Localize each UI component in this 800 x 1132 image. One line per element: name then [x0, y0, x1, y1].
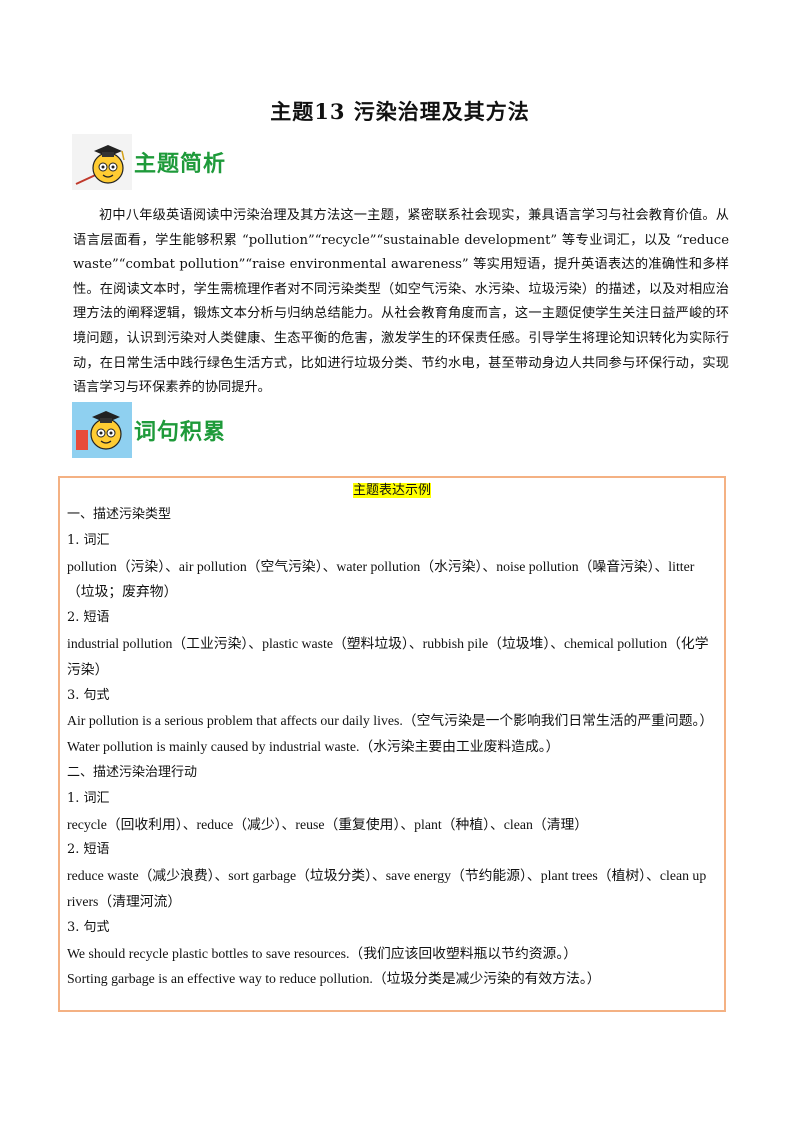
phrase-line: industrial pollution（工业污染）、plastic waste…	[67, 635, 709, 677]
category-heading: 二、描述污染治理行动	[67, 764, 198, 780]
phrase-line: reduce waste（减少浪费）、sort garbage（垃圾分类）、sa…	[67, 868, 707, 909]
box-title: 主题表达示例	[352, 483, 431, 498]
category-heading: 一、描述污染类型	[67, 507, 172, 522]
sub-heading: 1. 词汇	[67, 790, 110, 806]
intro-paragraph: 初中八年级英语阅读中污染治理及其方法这一主题，紧密联系社会现实，兼具语言学习与社…	[73, 208, 729, 396]
sub-heading: 2. 短语	[67, 842, 110, 858]
sub-heading: 3. 句式	[67, 687, 110, 703]
section-header-vocab: 词句积累	[72, 402, 226, 458]
mascot-icon	[72, 134, 132, 190]
vocab-line: recycle（回收利用）、reduce（减少）、reuse（重复使用）、pla…	[67, 816, 589, 832]
section-title-vocab: 词句积累	[134, 420, 227, 445]
vocab-line: pollution（污染）、air pollution（空气污染）、water …	[67, 558, 695, 600]
section-header-overview: 主题简析	[72, 134, 226, 190]
sub-heading: 1. 词汇	[67, 532, 110, 548]
sub-heading: 2. 短语	[67, 610, 110, 626]
sentence-line: Air pollution is a serious problem that …	[67, 713, 714, 729]
expression-examples-box: 主题表达示例 一、描述污染类型 1. 词汇 pollution（污染）、air …	[58, 476, 726, 1012]
sentence-line: Sorting garbage is an effective way to r…	[67, 971, 601, 987]
mascot-icon	[72, 402, 132, 458]
sentence-line: We should recycle plastic bottles to sav…	[67, 945, 578, 961]
sub-heading: 3. 句式	[67, 919, 110, 935]
page-title: 主题13 污染治理及其方法	[270, 99, 530, 124]
sentence-line: Water pollution is mainly caused by indu…	[67, 739, 560, 755]
section-title-overview: 主题简析	[134, 152, 227, 177]
